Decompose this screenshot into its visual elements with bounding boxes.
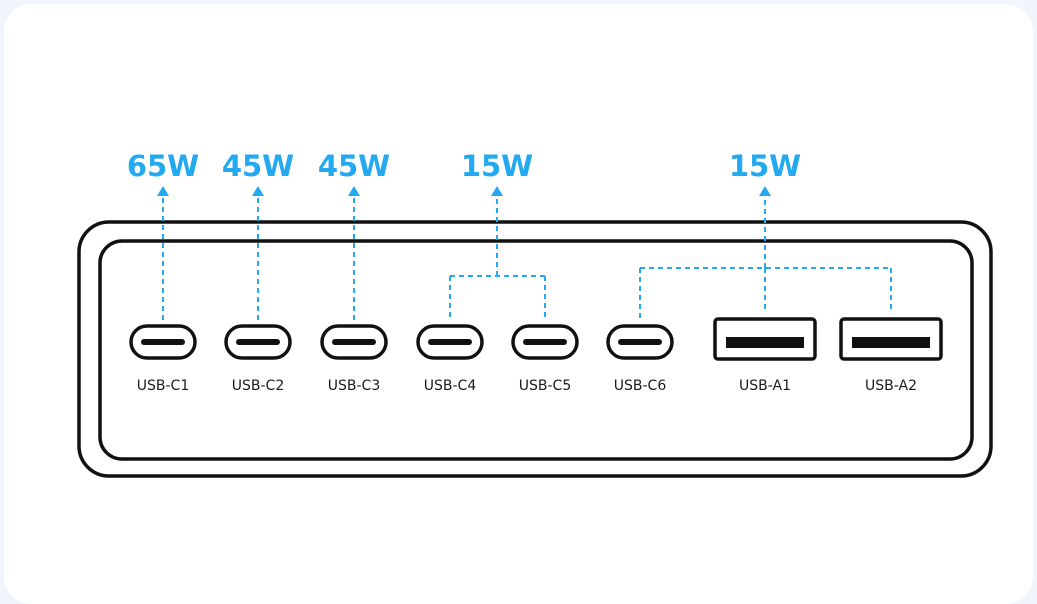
port-usb-c6 bbox=[606, 324, 674, 360]
port-usb-c1 bbox=[129, 324, 197, 360]
port-usb-a1 bbox=[713, 317, 817, 361]
port-label-usb-c5: USB-C5 bbox=[519, 378, 571, 394]
watt-label-g1: 65W bbox=[127, 149, 199, 183]
port-label-usb-c2: USB-C2 bbox=[232, 378, 284, 394]
port-label-usb-c6: USB-C6 bbox=[614, 378, 667, 394]
connector-g1 bbox=[157, 186, 169, 320]
watt-label-g3: 45W bbox=[318, 149, 390, 183]
connector-g5 bbox=[639, 186, 892, 320]
watt-label-g5: 15W bbox=[729, 149, 801, 183]
port-usb-c4 bbox=[416, 324, 484, 360]
charger-port-diagram: 65W 45W 45W 15W 15W USB-C1 USB-C2 USB-C3 USB-C4… bbox=[77, 149, 993, 478]
port-label-usb-c3: USB-C3 bbox=[328, 378, 380, 394]
power-connectors bbox=[157, 186, 892, 320]
port-usb-a2 bbox=[839, 317, 943, 361]
port-labels: USB-C1 USB-C2 USB-C3 USB-C4 USB-C5 USB-C6 USB-… bbox=[137, 378, 917, 394]
ports bbox=[129, 317, 943, 361]
connector-g4 bbox=[449, 186, 546, 320]
port-usb-c3 bbox=[320, 324, 388, 360]
connector-g2 bbox=[252, 186, 264, 320]
watt-label-g4: 15W bbox=[461, 149, 533, 183]
port-usb-c2 bbox=[224, 324, 292, 360]
port-usb-c5 bbox=[511, 324, 579, 360]
port-label-usb-c4: USB-C4 bbox=[424, 378, 477, 394]
port-label-usb-a1: USB-A1 bbox=[739, 378, 791, 394]
connector-g3 bbox=[348, 186, 360, 320]
diagram-card: 65W 45W 45W 15W 15W USB-C1 USB-C2 USB-C3 USB-C4… bbox=[4, 4, 1033, 604]
port-label-usb-c1: USB-C1 bbox=[137, 378, 189, 394]
port-label-usb-a2: USB-A2 bbox=[865, 378, 917, 394]
wattage-labels: 65W 45W 45W 15W 15W bbox=[127, 149, 801, 183]
watt-label-g2: 45W bbox=[222, 149, 294, 183]
